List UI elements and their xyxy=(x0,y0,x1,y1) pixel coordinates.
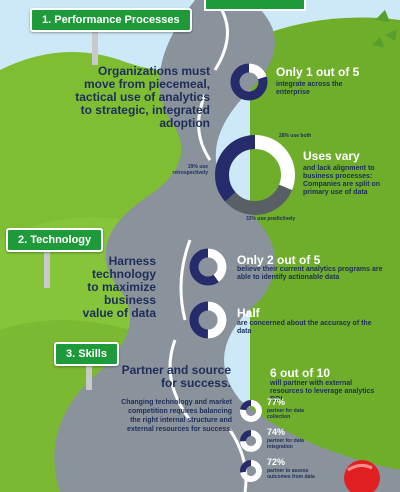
technology-stat2-sub: are concerned about the accuracy of the … xyxy=(237,320,372,335)
performance-stat2-sub: and lack alignment to business processes… xyxy=(303,165,381,196)
technology-headline: Harness technology to maximize business … xyxy=(82,254,156,320)
skills-item-caption: partner to assess outcomes from data xyxy=(267,468,315,480)
performance-stat1-big: Only 1 out of 5 xyxy=(276,65,360,79)
skills-stat1-sub: will partner with external resources to … xyxy=(270,380,375,403)
technology-donut-2-of-5 xyxy=(189,248,227,286)
skills-item-pct: 74% xyxy=(267,427,286,437)
segment-use-retro xyxy=(215,135,295,215)
performance-uses-donut xyxy=(215,135,295,215)
skills-item-caption: partner for data integration xyxy=(267,438,304,450)
technology-stat1-big: Only 2 out of 5 xyxy=(237,253,321,267)
skills-paragraph: Changing technology and market competiti… xyxy=(121,399,232,433)
performance-headline: Organizations must move from piecemeal, … xyxy=(75,64,210,130)
skills-donut-3 xyxy=(240,460,262,482)
skills-headline: Partner and source for success. xyxy=(121,363,231,390)
label-use-retro: 29% use retrospectively xyxy=(172,164,208,176)
sign-technology: 2. Technology xyxy=(6,228,104,252)
technology-donut-half xyxy=(189,301,227,339)
technology-stat1-sub: believe their current analytics programs… xyxy=(237,266,383,281)
skills-item-pct: 72% xyxy=(267,457,286,467)
skills-stat1-big: 6 out of 10 xyxy=(270,366,331,380)
label-use-both: 28% use both xyxy=(279,133,312,139)
performance-stat1-sub: integrate across the enterprise xyxy=(276,81,343,96)
skills-item-pct: 77% xyxy=(267,397,286,407)
sign-performance-processes: 1. Performance Processes xyxy=(30,8,192,32)
technology-stat2-big: Half xyxy=(237,306,260,320)
segment-use-pred xyxy=(215,135,295,215)
sign-skills: 3. Skills xyxy=(54,342,119,366)
label-use-pred: 33% use predictively xyxy=(246,216,296,222)
performance-stat2-big: Uses vary xyxy=(303,149,360,163)
skills-item-caption: partner for data collection xyxy=(267,408,304,420)
skills-donut-2 xyxy=(240,430,262,452)
performance-donut-1-of-5 xyxy=(230,63,268,101)
skills-donut-1 xyxy=(240,400,262,422)
